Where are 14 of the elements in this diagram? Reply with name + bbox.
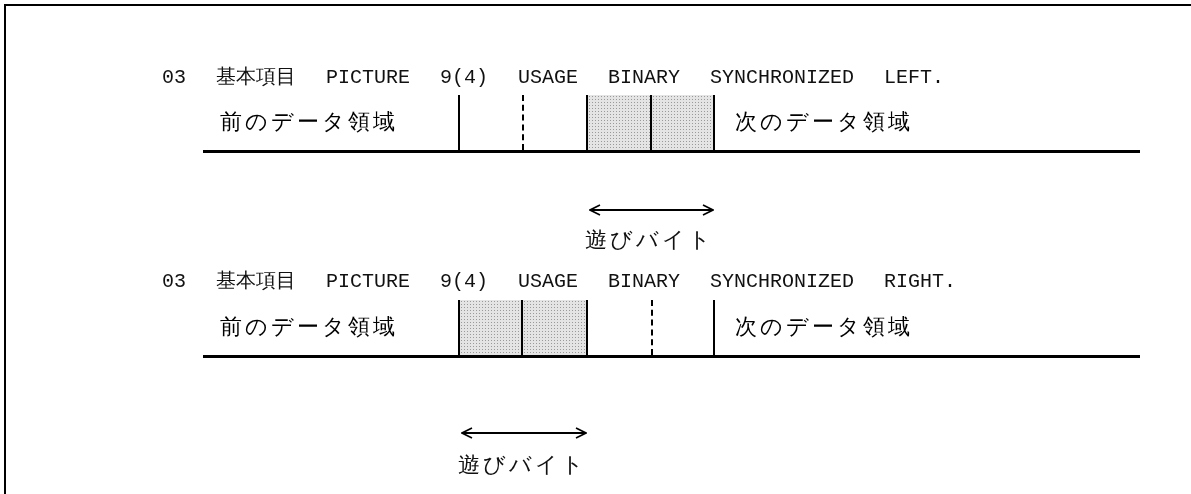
data-item-cell [588, 300, 715, 358]
heading-text: 03 基本項目 PICTURE 9(4) USAGE BINARY SYNCHRONIZED RIGHT. [162, 269, 957, 294]
cell-label: 次のデータ領域 [735, 108, 913, 136]
data-area-cell [203, 95, 460, 153]
span-label: 遊びバイト [585, 226, 714, 254]
padding-byte-cell [523, 300, 588, 358]
heading-text: 03 基本項目 PICTURE 9(4) USAGE BINARY SYNCHRONIZED LEFT. [162, 65, 945, 90]
padding-byte-cell [460, 300, 523, 358]
padding-byte-cell [588, 95, 652, 153]
cell-label: 次のデータ領域 [735, 313, 913, 341]
cell-label: 前のデータ領域 [220, 108, 398, 136]
cell-label: 前のデータ領域 [220, 313, 398, 341]
span-label: 遊びバイト [458, 451, 587, 479]
padding-byte-cell [652, 95, 715, 153]
